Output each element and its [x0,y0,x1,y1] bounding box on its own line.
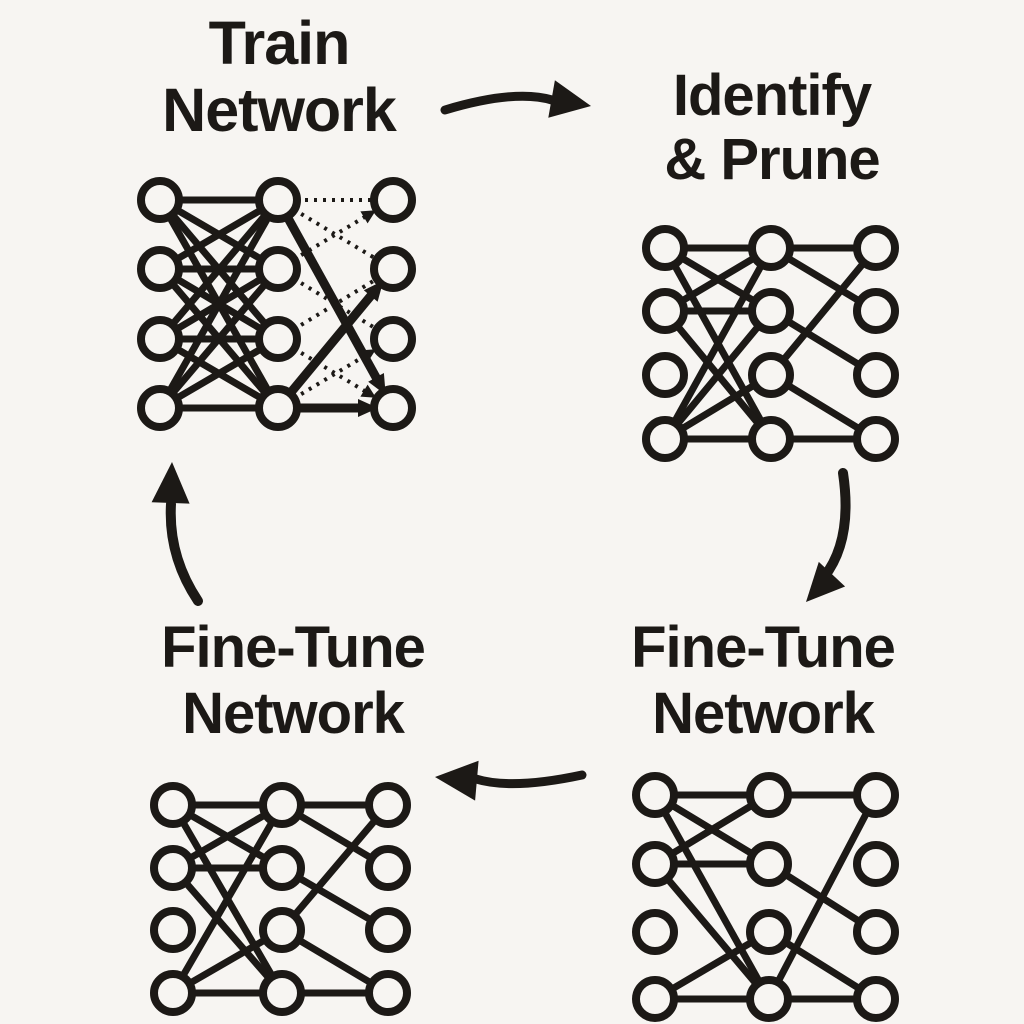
network-edge [156,198,282,410]
network-node [365,845,411,891]
cycle-arrowhead [435,760,479,801]
network-node [255,385,301,431]
network-edge [768,245,879,378]
label-finetune-left-line1: Fine-Tune [161,615,426,680]
network-node [853,288,899,334]
network-node [853,416,899,462]
label-identify-prune-line2: & Prune [664,127,880,192]
network-node [746,841,792,887]
label-identify-prune-line1: Identify [672,63,872,128]
arrow-train-to-identify [440,80,591,118]
cycle-arrowhead [548,80,591,118]
cycle-arrow-shaft [819,468,851,582]
network-node [746,909,792,955]
label-train-network: Train Network [162,9,397,144]
cycle-arrow-shaft [440,91,557,115]
arrow-identify-to-finetune [806,468,851,602]
network-node [853,909,899,955]
edge-arrowhead [358,399,378,417]
label-finetune-left: Fine-Tune Network [161,615,426,747]
network-node [137,316,183,362]
network-node [748,416,794,462]
network-node [365,970,411,1016]
label-train-network-line1: Train [208,9,351,77]
network-node [748,225,794,271]
network-node [259,845,305,891]
finetune-left-graph [150,782,411,1016]
network-node [150,907,196,953]
network-node [642,288,688,334]
cycle-arrow-shaft [165,499,203,606]
network-node [255,246,301,292]
edge-arrowhead [360,210,376,224]
network-node [642,416,688,462]
network-node [853,976,899,1022]
network-node [255,177,301,223]
network-node [632,909,678,955]
network-edge [157,266,281,411]
network-node [137,177,183,223]
finetune-right-graph [632,772,899,1022]
network-node [853,841,899,887]
arrow-finetune-to-train [151,462,203,606]
network-node [853,772,899,818]
network-node [370,316,416,362]
network-node [370,385,416,431]
network-edge [157,197,281,342]
label-identify-prune: Identify & Prune [664,63,880,192]
network-node [853,352,899,398]
network-node [748,288,794,334]
network-node [370,246,416,292]
network-node [632,841,678,887]
network-node [642,225,688,271]
label-finetune-left-line2: Network [182,681,405,746]
label-finetune-right-line2: Network [652,681,875,746]
network-edge [274,197,382,384]
network-node [137,385,183,431]
cycle-arrowhead [806,561,846,602]
cycle-arrow-shaft [471,770,587,789]
cycle-arrowhead [151,462,190,504]
label-finetune-right-line1: Fine-Tune [631,615,896,680]
network-node [370,177,416,223]
network-edge [652,861,772,1002]
network-edge [169,803,286,995]
network-edge [661,246,775,441]
network-edge [662,308,774,442]
network-node [365,782,411,828]
network-node [259,907,305,953]
network-node [632,976,678,1022]
network-node [746,976,792,1022]
network-node [137,246,183,292]
network-edge [274,290,377,411]
edge-arrowhead [360,384,376,398]
network-edge [651,793,773,1001]
train-network-graph [137,177,416,431]
network-edge [170,865,285,996]
network-node [365,907,411,953]
label-finetune-right: Fine-Tune Network [631,615,896,747]
network-node [259,970,305,1016]
network-node [255,316,301,362]
label-train-network-line2: Network [162,76,397,144]
network-node [748,352,794,398]
network-node [642,352,688,398]
network-node [150,845,196,891]
identify-prune-graph [642,225,899,462]
arrow-finetune-to-finetune [435,760,587,801]
network-node [259,782,305,828]
network-edge [279,802,391,933]
network-node [150,782,196,828]
network-node [150,970,196,1016]
network-edge [765,793,880,1001]
network-node [746,772,792,818]
network-node [853,225,899,271]
network-node [632,772,678,818]
